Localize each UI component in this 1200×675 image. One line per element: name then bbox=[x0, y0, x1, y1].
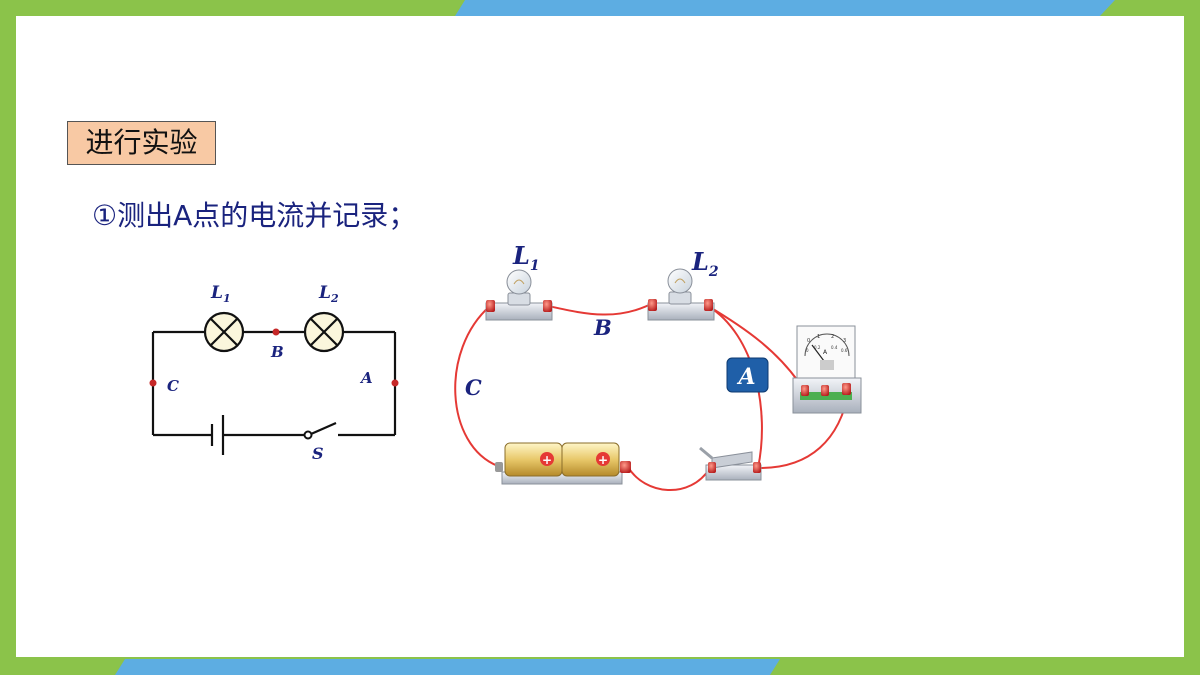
svg-text:+: + bbox=[598, 453, 608, 467]
apparatus-lamp2-label: L2 bbox=[691, 247, 719, 280]
meter-scale-small-2: 0.4 bbox=[831, 345, 838, 350]
schematic-battery bbox=[210, 415, 225, 455]
meter-scale-small-0: 0 bbox=[806, 348, 809, 353]
meter-scale-2: 2 bbox=[831, 334, 834, 340]
apparatus-battery: + + bbox=[495, 442, 631, 485]
top-blue-stripe bbox=[455, 0, 1115, 16]
meter-dial-letter: A bbox=[823, 349, 828, 356]
apparatus-point-b-label: B bbox=[593, 315, 612, 340]
ammeter-badge: A bbox=[726, 357, 769, 393]
schematic-diagram: L1 L2 B C A S bbox=[149, 283, 399, 463]
schematic-point-c-label: C bbox=[167, 377, 179, 395]
schematic-lamp-1 bbox=[203, 311, 245, 353]
apparatus-diagram: + + 0 1 2 3 0 0.2 0.4 0 bbox=[454, 241, 862, 492]
section-tag: 进行实验 bbox=[67, 121, 216, 165]
apparatus-lamp-2 bbox=[647, 268, 715, 321]
meter-scale-1: 1 bbox=[817, 334, 820, 340]
apparatus-switch bbox=[699, 446, 762, 481]
schematic-point-b-label: B bbox=[270, 343, 284, 361]
bottom-blue-stripe bbox=[115, 659, 780, 675]
svg-text:A: A bbox=[736, 364, 755, 390]
meter-scale-small-3: 0.6 bbox=[841, 348, 848, 353]
meter-scale-3: 3 bbox=[843, 338, 846, 344]
schematic-lamp-2 bbox=[303, 311, 345, 353]
schematic-point-a-label: A bbox=[359, 369, 373, 387]
schematic-switch bbox=[303, 421, 337, 440]
point-b-dot bbox=[272, 328, 280, 336]
apparatus-lamp1-label: L1 bbox=[512, 241, 540, 274]
meter-scale-0: 0 bbox=[807, 338, 810, 344]
meter-scale-small-1: 0.2 bbox=[814, 345, 821, 350]
schematic-lamp2-label: L2 bbox=[318, 283, 339, 305]
apparatus-ammeter: 0 1 2 3 0 0.2 0.4 0.6 A bbox=[792, 325, 862, 414]
apparatus-point-c-label: C bbox=[465, 375, 482, 400]
point-a-dot bbox=[391, 379, 399, 387]
schematic-switch-label: S bbox=[312, 444, 324, 463]
svg-text:+: + bbox=[542, 453, 552, 467]
schematic-lamp1-label: L1 bbox=[210, 283, 231, 305]
apparatus-lamp-1 bbox=[485, 269, 553, 321]
step-instruction: ①测出A点的电流并记录； bbox=[92, 199, 417, 232]
point-c-dot bbox=[149, 379, 157, 387]
